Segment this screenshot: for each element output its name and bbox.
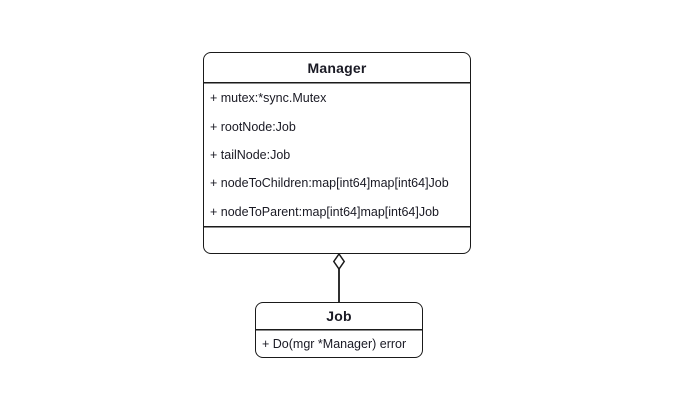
- attributes-compartment: + mutex:*sync.Mutex + rootNode:Job + tai…: [204, 84, 470, 226]
- attribute-row: + tailNode:Job: [210, 148, 291, 163]
- title-divider: [204, 82, 470, 84]
- attribute-row: + nodeToChildren:map[int64]map[int64]Job: [210, 176, 449, 191]
- title-divider: [256, 329, 422, 331]
- class-title-job: Job: [326, 308, 352, 324]
- attribute-row: + mutex:*sync.Mutex: [210, 91, 327, 106]
- class-title-manager: Manager: [307, 59, 367, 76]
- class-box-job: Job + Do(mgr *Manager) error: [255, 302, 423, 358]
- methods-divider: [204, 226, 470, 228]
- attribute-row: + rootNode:Job: [210, 119, 296, 134]
- methods-compartment: + Do(mgr *Manager) error: [256, 331, 422, 357]
- class-box-manager: Manager + mutex:*sync.Mutex + rootNode:J…: [203, 52, 471, 254]
- attribute-row: + nodeToParent:map[int64]map[int64]Job: [210, 204, 439, 219]
- aggregation-diamond-icon: [332, 253, 346, 271]
- method-row: + Do(mgr *Manager) error: [262, 337, 407, 351]
- aggregation-connector: [332, 253, 346, 303]
- methods-compartment-empty: [204, 228, 470, 253]
